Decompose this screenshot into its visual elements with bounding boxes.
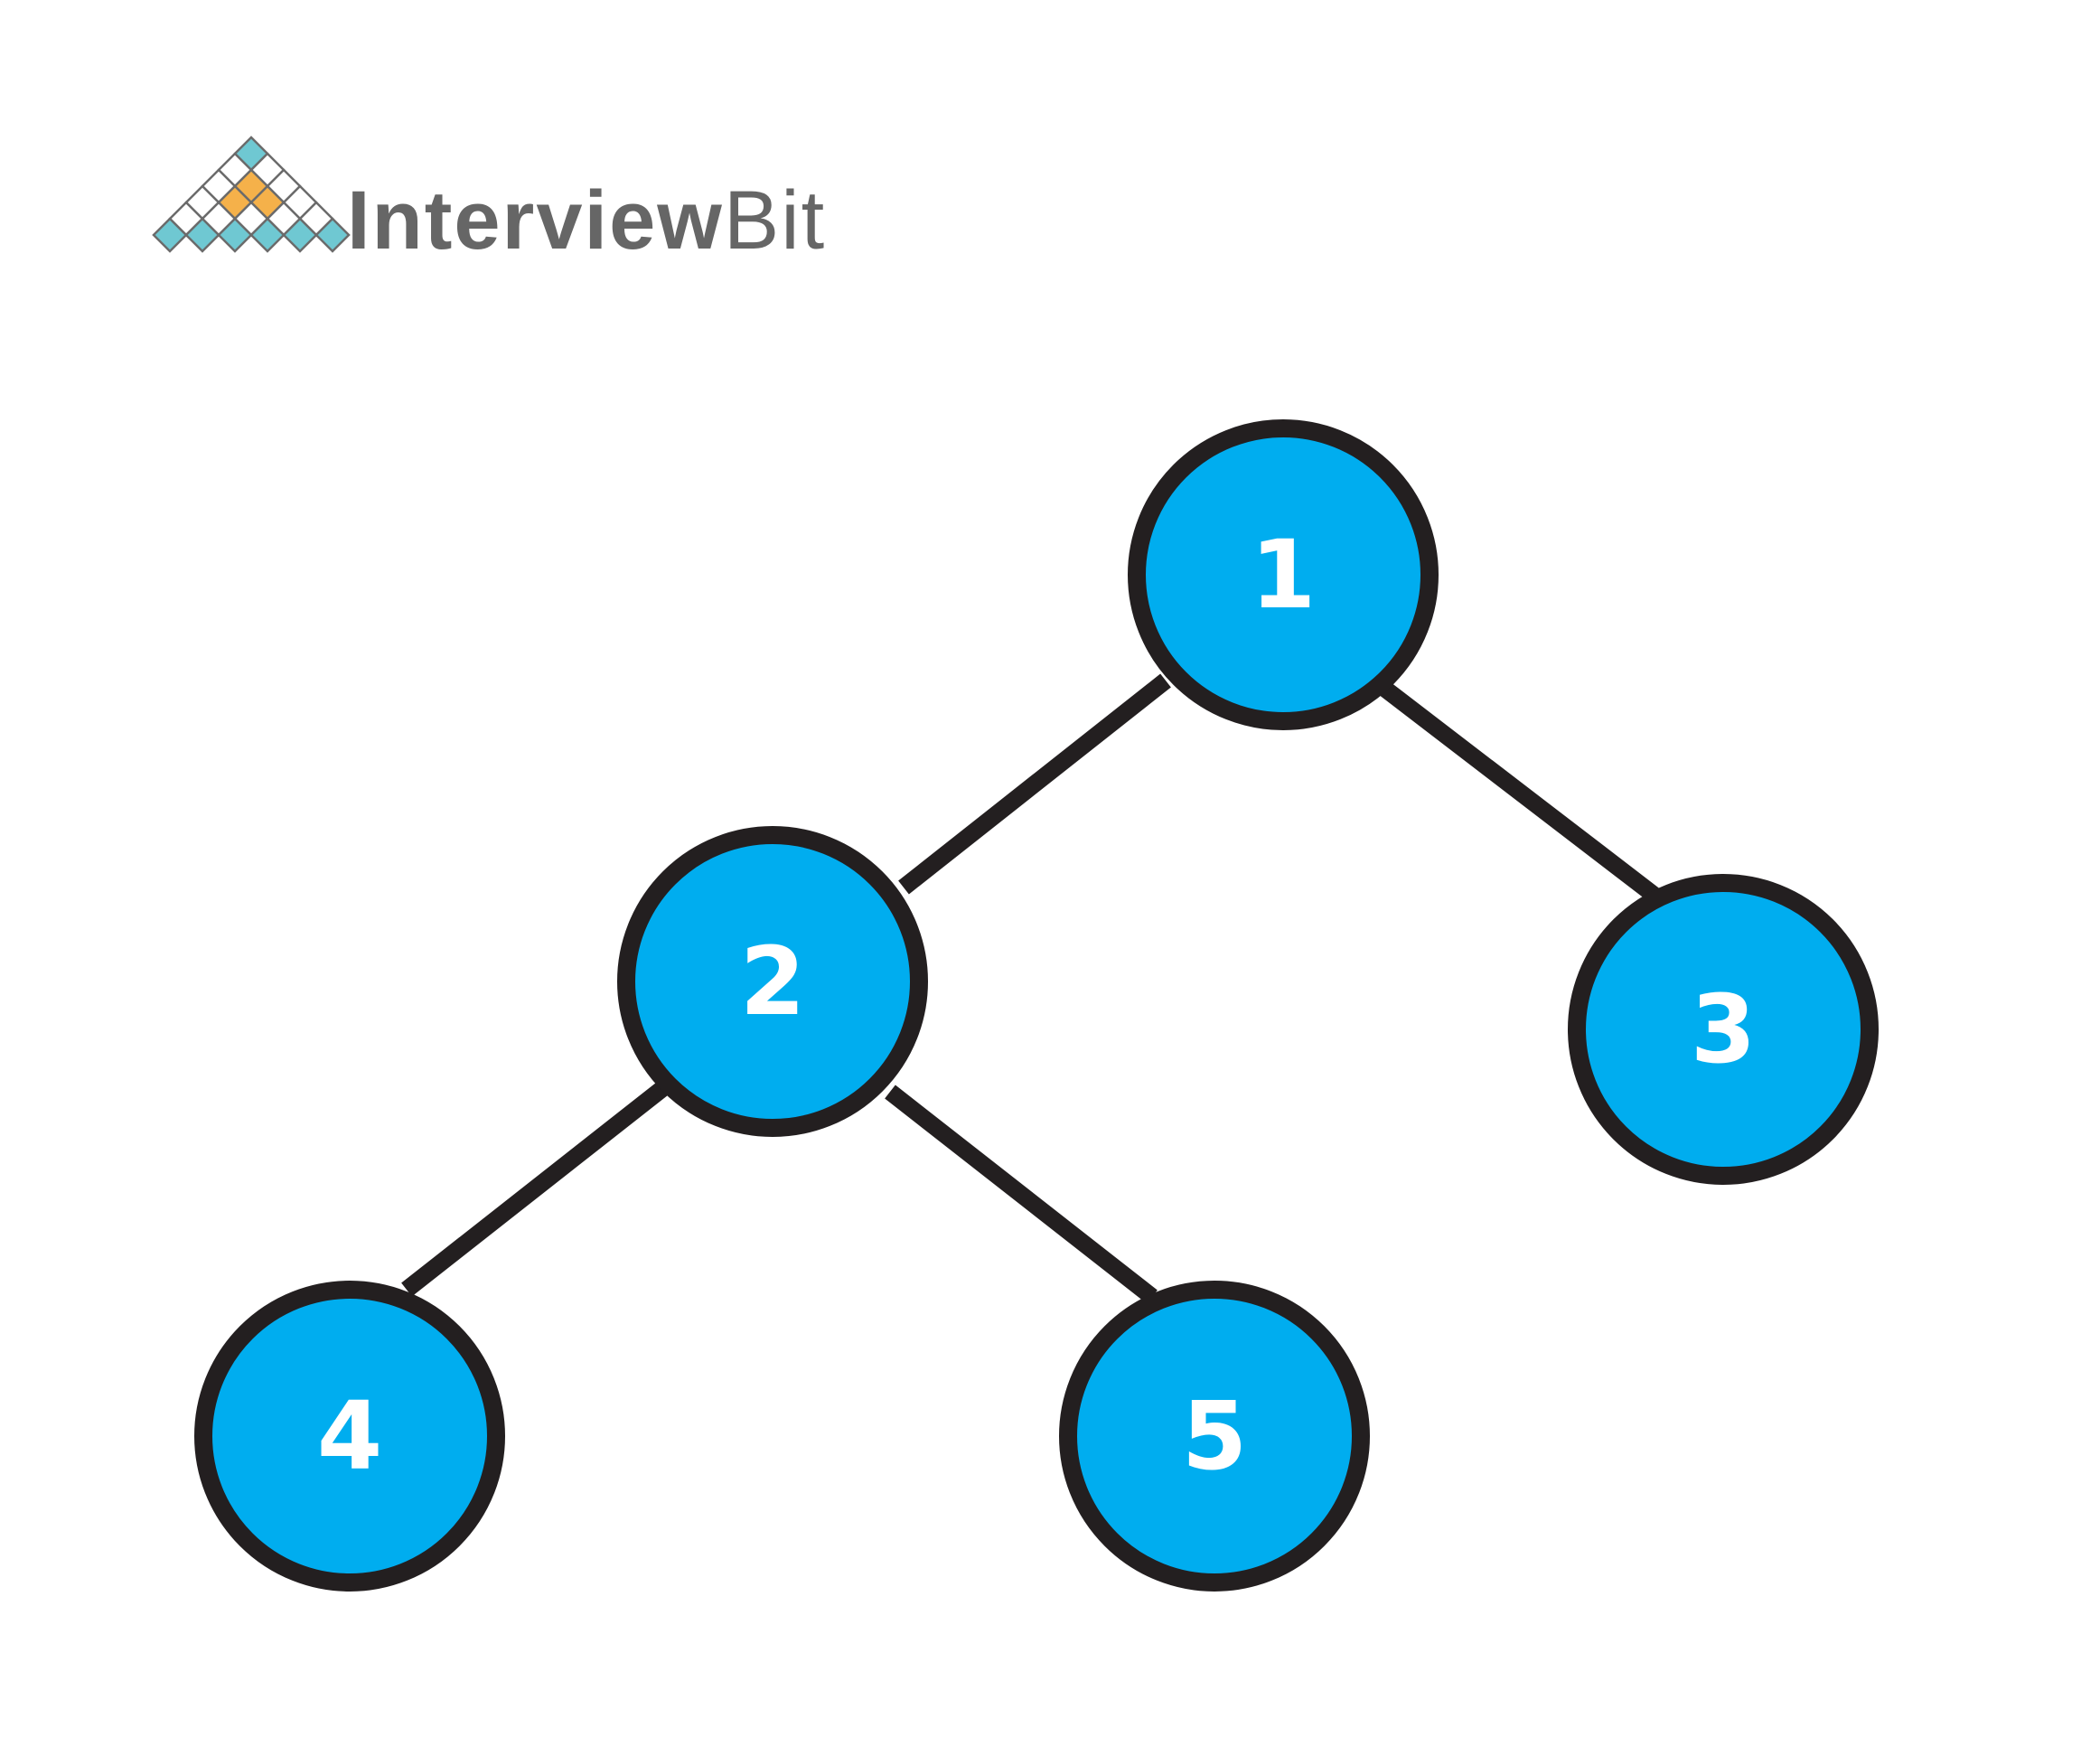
interviewbit-diamond-logo-icon [152,136,351,253]
tree-node-2-circle [617,826,928,1137]
tree-nodes: 1 2 3 4 5 [194,419,1879,1592]
tree-node-5: 5 [1059,1281,1370,1592]
edge-2-to-5 [885,1085,1158,1304]
logo-diamond-tile [249,217,286,253]
tree-node-1-label: 1 [1251,520,1316,630]
tree-node-3-circle [1568,874,1879,1185]
logo-diamond-tile [314,217,351,253]
edge-1-to-2 [898,673,1171,895]
edge-2-to-4 [401,1080,670,1297]
tree-node-2: 2 [617,826,928,1137]
tree-node-3: 3 [1568,874,1879,1185]
tree-node-1-circle [1128,419,1439,730]
logo-diamond-tile [217,217,253,253]
tree-node-4: 4 [194,1281,505,1592]
tree-node-1: 1 [1128,419,1439,730]
tree-node-3-label: 3 [1691,974,1756,1085]
tree-edges [401,673,1659,1304]
interviewbit-logo: InterviewBit [152,136,826,267]
brand-name-bit: Bit [724,174,826,267]
logo-diamond-tile [184,217,220,253]
tree-node-5-label: 5 [1182,1381,1247,1491]
brand-name-interview: Interview [347,174,724,267]
tree-node-4-label: 4 [317,1381,382,1491]
tree-node-2-label: 2 [740,926,805,1037]
tree-node-4-circle [194,1281,505,1592]
brand-name: InterviewBit [347,174,826,267]
edge-1-to-3 [1377,680,1659,902]
tree-node-5-circle [1059,1281,1370,1592]
logo-diamond-tile [282,217,318,253]
logo-diamond-tile [152,217,188,253]
